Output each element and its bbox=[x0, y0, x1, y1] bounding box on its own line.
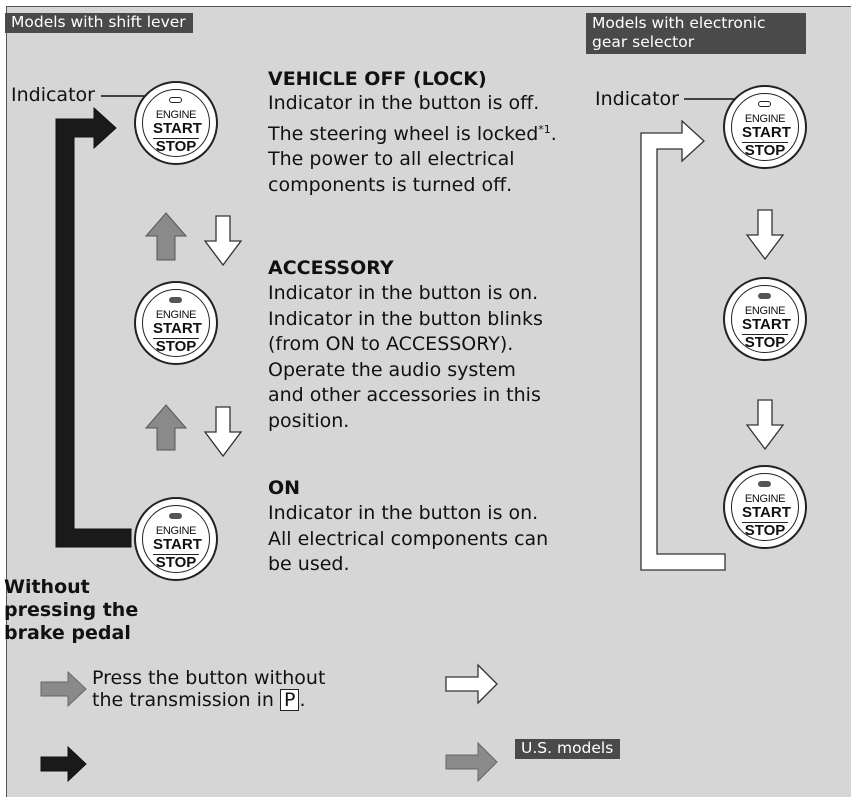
mode-heading-on: ON bbox=[268, 477, 301, 499]
tag-electronic-selector: Models with electronic gear selector bbox=[586, 13, 806, 54]
button-indicator-off bbox=[169, 97, 182, 103]
without-brake-note: Without pressing the brake pedal bbox=[4, 576, 139, 644]
mode-description-off: Indicator in the button is off. The stee… bbox=[268, 92, 557, 196]
white-down-arrow-4 bbox=[745, 399, 785, 451]
button-indicator-on bbox=[758, 481, 771, 487]
mode-heading-off: VEHICLE OFF (LOCK) bbox=[268, 68, 487, 90]
button-indicator-on bbox=[169, 513, 182, 519]
legend-gray-arrow bbox=[40, 670, 87, 708]
engine-button-off-electronic: ENGINE START STOP bbox=[723, 85, 807, 169]
legend-gray-text: Press the button without the transmissio… bbox=[92, 667, 326, 711]
mode-description-accessory: Indicator in the button is on. Indicator… bbox=[268, 282, 543, 432]
engine-button-on-electronic: ENGINE START STOP bbox=[723, 465, 807, 549]
white-loop-arrow bbox=[640, 119, 726, 571]
legend-gray-arrow-us bbox=[445, 741, 498, 783]
tag-us-models: U.S. models bbox=[515, 739, 621, 759]
engine-button-accessory-electronic: ENGINE START STOP bbox=[723, 277, 807, 361]
white-down-arrow-2 bbox=[203, 406, 243, 458]
indicator-label-right: Indicator bbox=[595, 88, 679, 110]
engine-button-on: ENGINE START STOP bbox=[134, 497, 218, 581]
p-position-box: P bbox=[280, 689, 300, 711]
tag-electronic-line2: gear selector bbox=[592, 33, 695, 51]
engine-button-off: ENGINE START STOP bbox=[134, 81, 218, 165]
tag-shift-lever: Models with shift lever bbox=[5, 13, 193, 33]
white-down-arrow-1 bbox=[203, 215, 243, 267]
legend-white-arrow bbox=[445, 663, 498, 705]
gray-up-arrow-1 bbox=[144, 212, 188, 261]
mode-description-on: Indicator in the button is on. All elect… bbox=[268, 502, 549, 575]
gray-up-arrow-2 bbox=[144, 404, 188, 451]
mode-heading-accessory: ACCESSORY bbox=[268, 257, 394, 279]
diagram-panel: Models with shift lever Models with elec… bbox=[4, 6, 851, 797]
button-indicator-on bbox=[169, 297, 182, 303]
white-down-arrow-3 bbox=[745, 209, 785, 261]
black-loop-arrow bbox=[55, 106, 132, 548]
arrows-layer bbox=[40, 93, 785, 783]
legend-black-arrow bbox=[40, 745, 87, 783]
footnote-marker: *1 bbox=[538, 122, 551, 136]
indicator-label-left: Indicator bbox=[11, 84, 95, 106]
engine-button-accessory: ENGINE START STOP bbox=[134, 281, 218, 365]
button-indicator-off bbox=[758, 101, 771, 107]
button-indicator-on bbox=[758, 293, 771, 299]
tag-electronic-line1: Models with electronic bbox=[592, 14, 766, 32]
